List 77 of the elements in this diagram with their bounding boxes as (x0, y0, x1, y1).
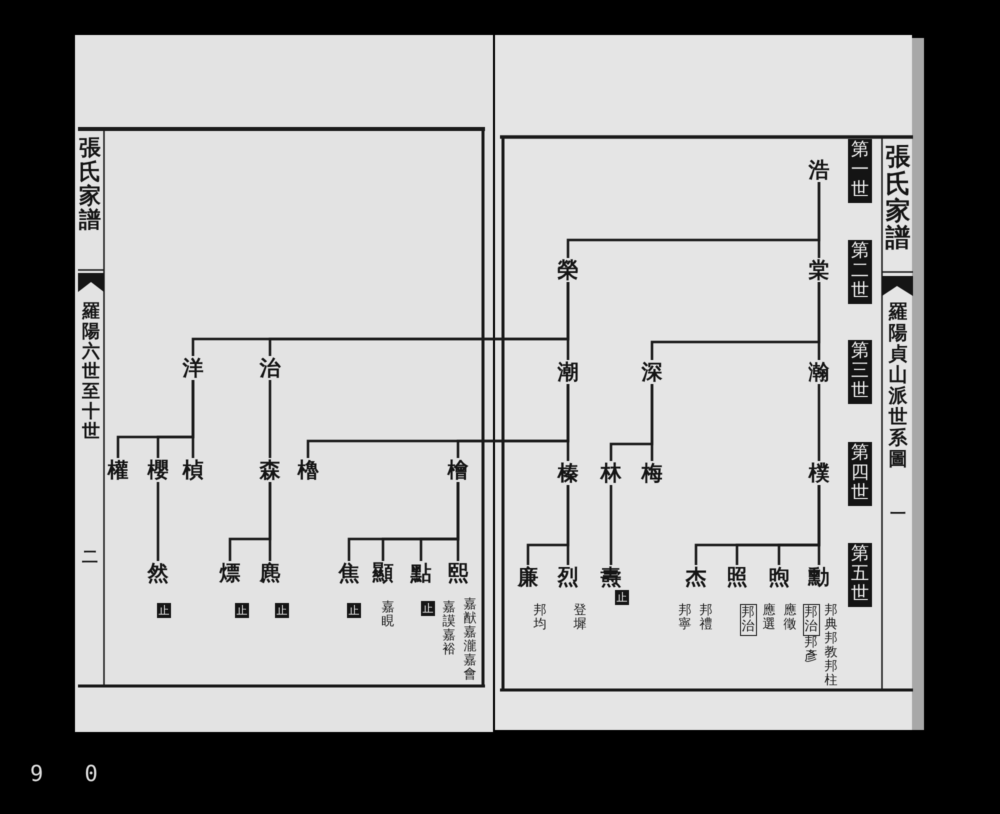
lineage-line (228, 482, 272, 561)
person-name: 森 (258, 458, 282, 482)
person-name: 榛 (556, 461, 580, 485)
chart-subtitle: 羅陽貞山派世系圖 (888, 302, 908, 470)
running-title: 張氏家譜 (79, 136, 101, 232)
descendant-note: 邦彥 (804, 636, 818, 664)
person-name: 治 (258, 356, 282, 380)
person-name: 勳 (807, 565, 831, 589)
person-name: 楨 (181, 458, 205, 482)
generation-label: 第五世 (848, 543, 872, 607)
person-name: 檜 (446, 458, 470, 482)
generation-label: 第二世 (848, 240, 872, 304)
descendant-note: 嘉猷嘉瀧嘉會 (464, 598, 476, 682)
person-name: 麃 (258, 561, 282, 585)
descendant-note: 應選 (762, 604, 776, 632)
framed-note: 邦治 (740, 604, 756, 636)
person-name: 廉 (516, 565, 540, 589)
person-name: 顯 (371, 561, 395, 585)
descendant-note: 嘉謨嘉裕 (442, 601, 456, 657)
person-name: 焦 (337, 561, 361, 585)
lineage-line (348, 482, 460, 561)
person-name: 燾 (599, 565, 623, 589)
page-number: 一 (890, 505, 906, 523)
generation-label: 第四世 (848, 442, 872, 506)
person-name: 瀚 (807, 360, 831, 384)
lineage-line (566, 182, 820, 258)
person-name: 浩 (807, 158, 831, 182)
lineage-line (192, 282, 570, 356)
person-name: 烈 (556, 565, 580, 589)
descendant-note: 邦禮 (700, 604, 712, 632)
lineage-line (116, 380, 194, 458)
descendant-note: 應徵 (784, 604, 796, 632)
person-name: 洋 (181, 356, 205, 380)
end-tag: 止 (347, 603, 361, 618)
descendant-note: 邦典邦教邦柱 (824, 604, 838, 688)
running-title: 張氏家譜 (886, 143, 910, 251)
end-tag: 止 (157, 603, 171, 618)
lineage-line (650, 282, 820, 360)
lineage-line (610, 384, 654, 461)
end-tag: 止 (235, 603, 249, 618)
lineage-line (818, 384, 820, 461)
person-name: 熙 (446, 561, 470, 585)
person-name: 杰 (684, 565, 708, 589)
chart-subtitle: 羅陽六世至十世 (82, 302, 100, 442)
end-tag: 止 (421, 601, 435, 616)
person-name: 點 (409, 561, 433, 585)
end-tag: 止 (275, 603, 289, 618)
generation-label: 第三世 (848, 340, 872, 404)
generation-label: 第一世 (848, 139, 872, 203)
lineage-line (526, 485, 570, 565)
person-name: 然 (146, 561, 170, 585)
framed-note: 邦治 (802, 604, 820, 636)
person-name: 照 (725, 565, 749, 589)
person-name: 煦 (767, 565, 791, 589)
descendant-note: 邦寧 (678, 604, 692, 632)
person-name: 棠 (807, 258, 831, 282)
person-name: 深 (640, 360, 664, 384)
lineage-line (268, 380, 272, 458)
person-name: 潮 (556, 360, 580, 384)
descendant-note: 邦均 (534, 604, 546, 632)
page-number: 二 (82, 548, 98, 566)
person-name: 櫻 (146, 458, 170, 482)
lineage-line (610, 485, 612, 565)
person-name: 熛 (218, 561, 242, 585)
person-name: 櫓 (296, 458, 320, 482)
person-name: 榮 (556, 258, 580, 282)
person-name: 權 (106, 458, 130, 482)
lineage-line (694, 485, 820, 565)
person-name: 林 (599, 461, 623, 485)
person-name: 樸 (807, 461, 831, 485)
descendant-note: 登墀 (574, 604, 586, 632)
lineage-line (306, 384, 570, 458)
lineage-line (156, 482, 160, 561)
end-tag: 止 (615, 590, 629, 605)
frame-number: 9 0 (30, 763, 98, 787)
person-name: 梅 (640, 461, 664, 485)
descendant-note: 嘉睍 (382, 601, 394, 629)
